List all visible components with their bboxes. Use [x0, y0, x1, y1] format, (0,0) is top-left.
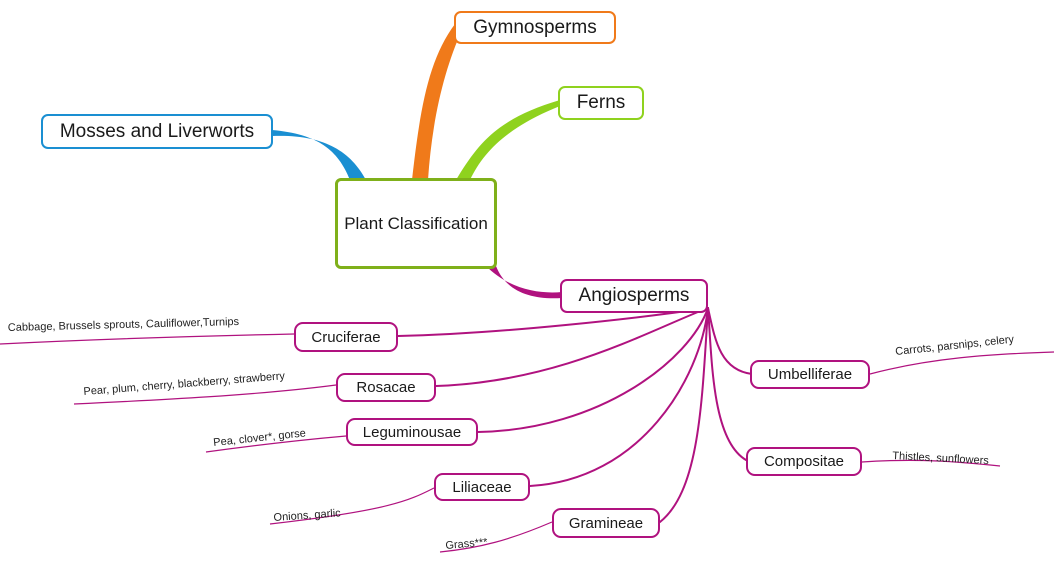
central-topic-label: Plant Classification [344, 213, 488, 233]
node-leguminousae[interactable]: Leguminousae [346, 418, 478, 446]
node-ferns[interactable]: Ferns [558, 86, 644, 120]
connector-gramineae [659, 307, 709, 523]
node-cruciferae[interactable]: Cruciferae [294, 322, 398, 352]
underline-umbelliferae [869, 351, 1054, 375]
node-angiosperms-label: Angiosperms [578, 285, 690, 306]
underline-rosacae [73, 384, 337, 405]
underline-leguminousae [205, 435, 347, 453]
connector-umbelliferae [707, 307, 753, 375]
node-gymnosperms[interactable]: Gymnosperms [454, 11, 616, 44]
node-mosses-label: Mosses and Liverworts [59, 120, 255, 142]
underline-cruciferae [0, 333, 295, 345]
connector-rosacae [435, 307, 709, 387]
connector-ferns [456, 100, 560, 180]
node-compositae[interactable]: Compositae [746, 447, 862, 476]
underline-gramineae [439, 521, 553, 553]
connector-compositae [707, 307, 747, 461]
node-compositae-label: Compositae [763, 453, 845, 470]
node-rosacae-label: Rosacae [356, 379, 416, 396]
connector-leguminousae [477, 307, 709, 433]
node-umbelliferae[interactable]: Umbelliferae [750, 360, 870, 389]
node-leguminousae-label: Leguminousae [362, 423, 462, 441]
connector-mosses [272, 130, 366, 180]
node-gymnosperms-label: Gymnosperms [473, 16, 597, 38]
node-plant-classification[interactable]: Plant Classification [335, 178, 497, 269]
underline-liliaceae [269, 487, 435, 525]
node-gramineae[interactable]: Gramineae [552, 508, 660, 538]
underline-compositae [861, 459, 1001, 467]
node-liliaceae-label: Liliaceae [452, 478, 512, 496]
node-ferns-label: Ferns [576, 92, 626, 113]
connector-gymnosperms [412, 24, 462, 180]
connector-angiosperms [486, 266, 562, 299]
node-liliaceae[interactable]: Liliaceae [434, 473, 530, 501]
connector-liliaceae [529, 307, 709, 487]
node-cruciferae-label: Cruciferae [311, 328, 381, 346]
node-angiosperms[interactable]: Angiosperms [560, 279, 708, 313]
node-umbelliferae-label: Umbelliferae [767, 366, 853, 383]
node-gramineae-label: Gramineae [568, 514, 644, 532]
node-rosacae[interactable]: Rosacae [336, 373, 436, 402]
node-mosses-and-liverworts[interactable]: Mosses and Liverworts [41, 114, 273, 149]
